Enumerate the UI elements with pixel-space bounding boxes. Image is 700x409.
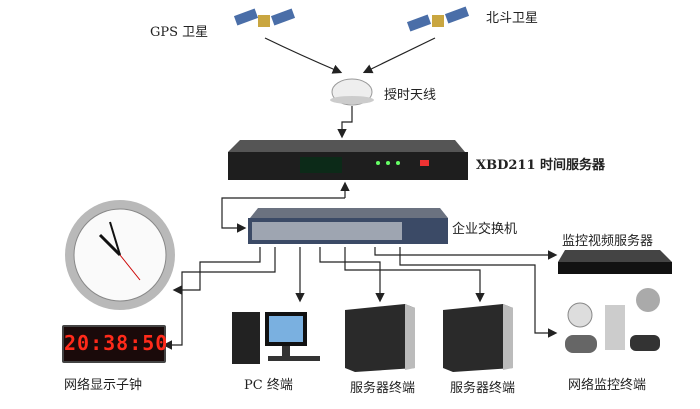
wall-clock-icon: [65, 200, 175, 310]
digital-clock-display: 20:38:50: [62, 325, 167, 363]
switch-device: [248, 208, 448, 244]
video-server-label: 监控视频服务器: [562, 234, 654, 249]
display-clock-label: 网络显示子钟: [64, 378, 143, 393]
gps-signal-arrow: [264, 37, 343, 74]
time-server-device: [228, 140, 468, 180]
beidou-satellite-icon: [406, 6, 470, 32]
gps-satellite-icon: [233, 8, 296, 27]
pc-label: PC 终端: [244, 378, 293, 393]
video-server-icon: [558, 250, 672, 274]
cameras-icon: [565, 288, 660, 353]
antenna-icon: [330, 78, 374, 106]
server-1-label: 服务器终端: [350, 381, 416, 396]
beidou-signal-arrow: [362, 37, 436, 74]
antenna-label: 授时天线: [384, 88, 437, 103]
server-2-icon: [443, 304, 513, 372]
server-1-icon: [345, 304, 415, 372]
time-server-label: XBD211 时间服务器: [476, 158, 606, 173]
switch-label: 企业交换机: [452, 222, 518, 237]
gps-satellite-label: GPS 卫星: [150, 25, 209, 40]
pc-icon: [232, 312, 320, 364]
cameras-label: 网络监控终端: [568, 378, 647, 393]
server-2-label: 服务器终端: [450, 381, 516, 396]
beidou-satellite-label: 北斗卫星: [486, 11, 539, 26]
